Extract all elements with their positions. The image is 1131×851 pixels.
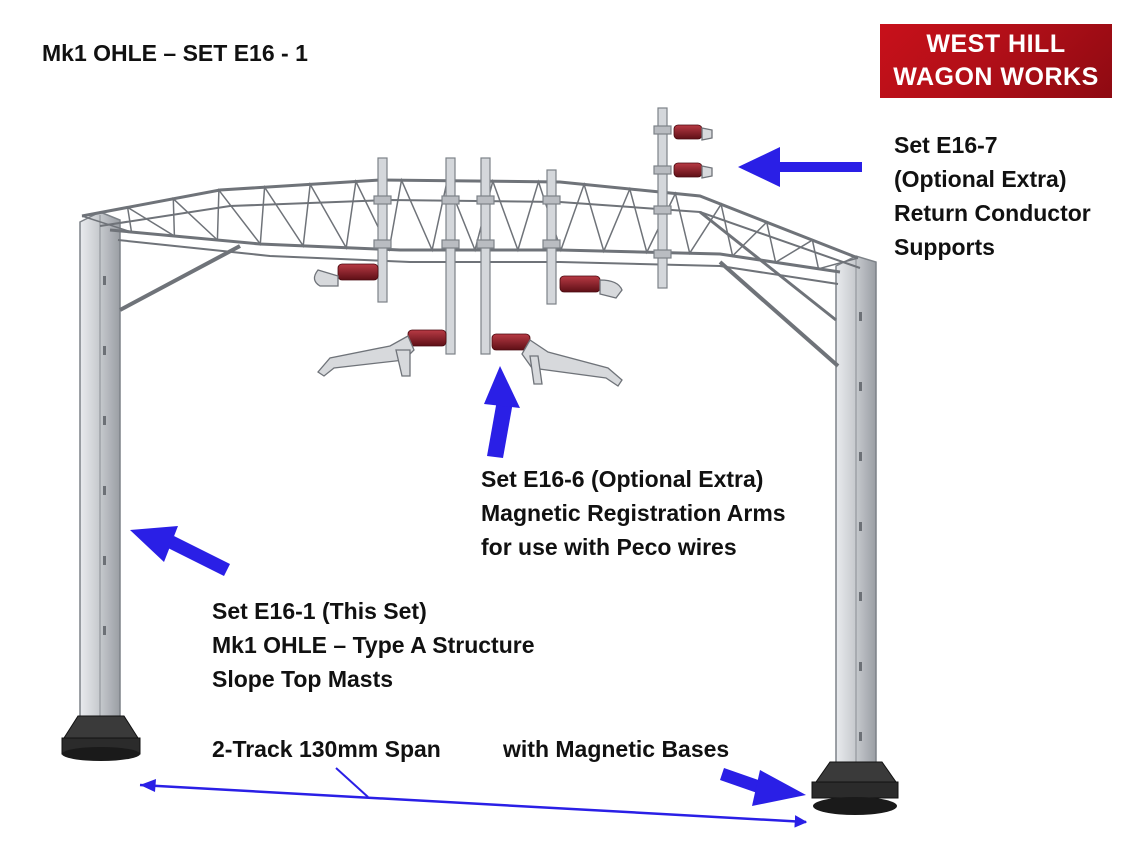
- label-e16-7-line-3: Return Conductor: [894, 200, 1091, 226]
- left-magnetic-base: [61, 715, 141, 761]
- label-e16-6-line-1: Set E16-6 (Optional Extra): [481, 466, 764, 492]
- label-e16-6: Set E16-6 (Optional Extra) Magnetic Regi…: [481, 462, 786, 564]
- logo-line-2: WAGON WORKS: [893, 63, 1099, 91]
- arrow-bases: [720, 768, 806, 806]
- arrow-e16-7: [738, 147, 862, 187]
- arrow-e16-6: [484, 366, 520, 458]
- label-e16-6-line-3: for use with Peco wires: [481, 534, 737, 560]
- lattice-boom: [81, 177, 861, 368]
- label-e16-7-line-4: Supports: [894, 234, 995, 260]
- page-title: Mk1 OHLE – SET E16 - 1: [42, 40, 308, 66]
- label-e16-7-line-1: Set E16-7: [894, 132, 998, 158]
- label-e16-1-line-1: Set E16-1 (This Set): [212, 598, 427, 624]
- label-e16-6-line-2: Magnetic Registration Arms: [481, 500, 786, 526]
- droppers: [373, 107, 672, 355]
- logo: WEST HILL WAGON WORKS: [880, 24, 1112, 98]
- logo-line-1: WEST HILL: [926, 30, 1066, 58]
- label-e16-1-line-2: Mk1 OHLE – Type A Structure: [212, 632, 535, 658]
- arrow-e16-1: [130, 526, 230, 576]
- label-e16-7-line-2: (Optional Extra): [894, 166, 1067, 192]
- label-span: 2-Track 130mm Span: [212, 736, 441, 762]
- span-dimension-line: [139, 767, 808, 828]
- right-mast: [835, 255, 877, 765]
- registration-arms: [313, 127, 713, 387]
- label-e16-1-line-3: Slope Top Masts: [212, 666, 394, 692]
- label-bases: with Magnetic Bases: [503, 736, 730, 762]
- label-e16-1: Set E16-1 (This Set) Mk1 OHLE – Type A S…: [212, 594, 535, 696]
- insulators: [337, 124, 703, 351]
- right-magnetic-base: [811, 761, 899, 815]
- callout-arrows: [130, 147, 862, 806]
- left-mast: [79, 211, 121, 737]
- label-e16-7: Set E16-7 (Optional Extra) Return Conduc…: [894, 128, 1091, 264]
